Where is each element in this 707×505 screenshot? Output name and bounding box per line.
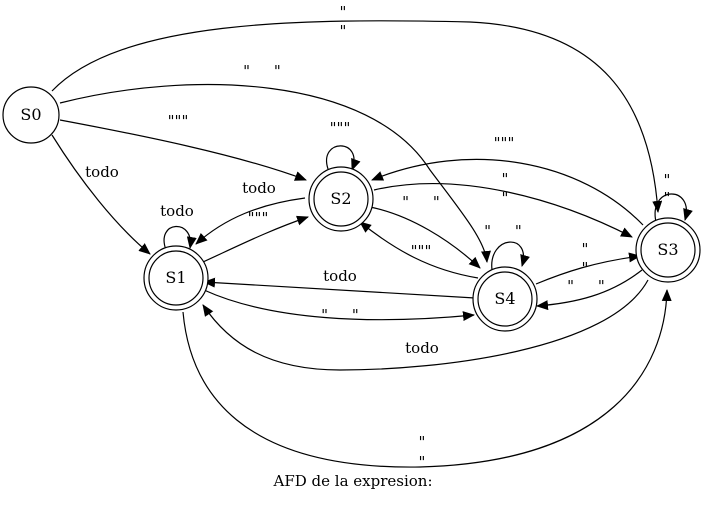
edge-s3-s3 xyxy=(654,193,693,223)
state-s2-label: S2 xyxy=(330,189,351,208)
edge-s1-s3 xyxy=(182,289,672,468)
state-s1: S1 xyxy=(143,245,209,311)
edge-s2-s2 xyxy=(325,145,361,171)
edge-s1-s4 xyxy=(203,289,475,322)
edge-label-s0-s3: " xyxy=(340,3,347,21)
edge-label-s0-s4: " " xyxy=(243,62,281,80)
edge-label-s4-s1: todo xyxy=(323,267,357,285)
edge-label-s1-s3: " xyxy=(419,433,426,451)
edge-s1-s2 xyxy=(202,215,309,263)
state-s4: S4 xyxy=(472,266,538,332)
state-s3-label: S3 xyxy=(657,240,678,259)
svg-text:": " xyxy=(502,170,509,188)
edge-label-s0-s3-line2: " xyxy=(340,22,347,40)
svg-text:": " xyxy=(664,171,671,189)
edge-s0-s1 xyxy=(51,134,151,255)
edge-label-s0-s2: """ xyxy=(168,112,189,130)
edge-label-s4-s3: " xyxy=(582,240,589,258)
edge-s4-s3 xyxy=(535,252,641,285)
edge-label-s1-s2: """ xyxy=(248,209,269,227)
edge-s3-s4 xyxy=(536,269,643,311)
edge-s2-s1 xyxy=(195,197,306,245)
diagram-caption: AFD de la expresion: xyxy=(272,472,432,490)
edge-s0-s3 xyxy=(51,20,663,213)
edge-label-s4-s3-line2: " xyxy=(582,259,589,277)
state-s0: S0 xyxy=(2,86,60,144)
edge-label-s3-s1: todo xyxy=(405,339,439,357)
state-s3: S3 xyxy=(635,217,701,283)
svg-text:": " xyxy=(419,433,426,451)
edge-label-s3-s2: """ xyxy=(494,134,515,152)
edge-label-s3-s3-line2: " xyxy=(664,189,671,207)
edge-s0-s2 xyxy=(59,119,307,181)
edge-s1-s1 xyxy=(163,225,197,251)
edge-s4-s1 xyxy=(203,277,476,299)
edge-label-s2-s1: todo xyxy=(242,179,276,197)
edge-label-s3-s4: " " xyxy=(567,277,605,295)
svg-text:": " xyxy=(340,3,347,21)
edge-label-s4-s2: """ xyxy=(411,242,432,260)
edge-s2-s4 xyxy=(369,206,481,269)
edge-label-s2-s3-line2: " xyxy=(502,189,509,207)
edge-label-s2-s2: """ xyxy=(330,119,351,137)
edge-s0-s4 xyxy=(59,83,491,263)
edge-label-s1-s3-line2: " xyxy=(419,453,426,471)
state-s4-label: S4 xyxy=(494,289,515,308)
edge-s4-s2 xyxy=(359,221,479,279)
state-s0-label: S0 xyxy=(20,105,41,124)
state-s2: S2 xyxy=(308,166,374,232)
edge-label-s3-s3: " xyxy=(664,171,671,189)
edge-label-s4-s4: " " xyxy=(484,222,522,240)
edge-s3-s2 xyxy=(371,158,644,226)
edge-s4-s4 xyxy=(491,241,530,271)
svg-text:": " xyxy=(582,240,589,258)
edge-label-s1-s4: " " xyxy=(321,306,359,324)
edge-label-s2-s3: " xyxy=(502,170,509,188)
edge-label-s2-s4: " " xyxy=(402,193,440,211)
edge-s2-s3 xyxy=(373,183,633,238)
edge-s3-s1 xyxy=(202,279,649,371)
state-s1-label: S1 xyxy=(165,268,186,287)
edge-label-s0-s1: todo xyxy=(85,163,119,181)
edge-label-s1-s1: todo xyxy=(160,202,194,220)
